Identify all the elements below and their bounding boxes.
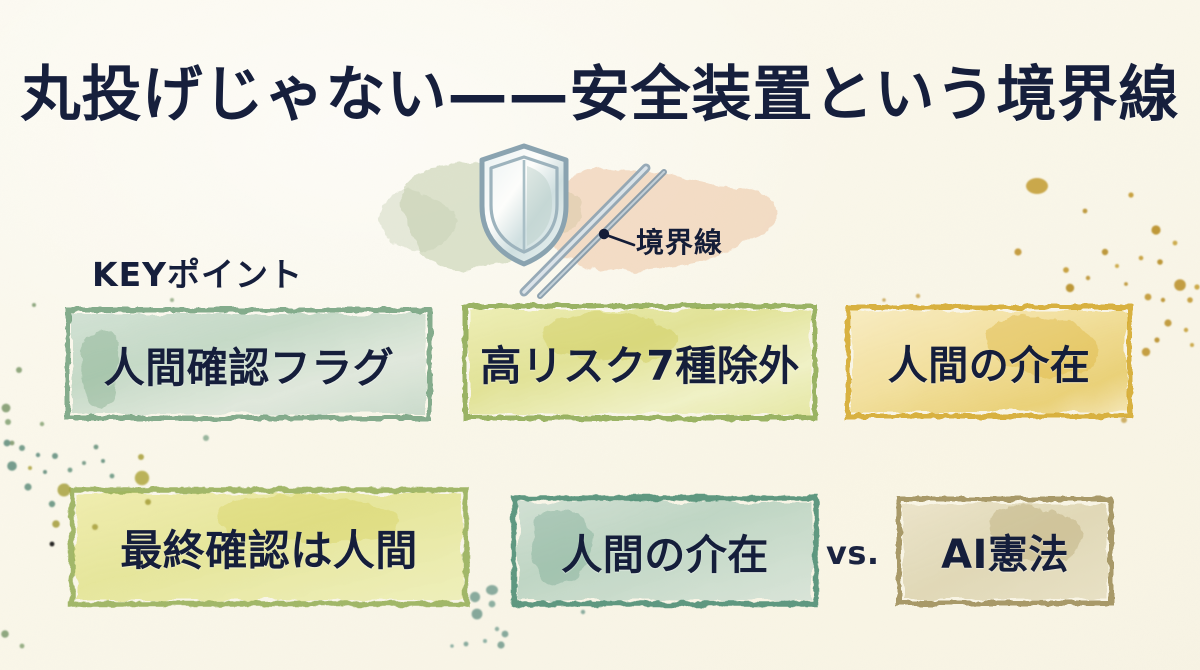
page-title: 丸投げじゃない——安全装置という境界線	[20, 60, 1180, 130]
chip-label: 最終確認は人間	[120, 525, 418, 575]
keypoint-chip[interactable]: 人間の介在	[846, 305, 1132, 418]
section-heading-keypoints: KEYポイント	[92, 255, 304, 294]
chip-label: 高リスク7種除外	[480, 342, 800, 390]
chip-label: 人間の介在	[561, 531, 769, 579]
boundary-line-label: 境界線	[636, 226, 724, 259]
keypoint-chip[interactable]: 人間の介在	[512, 496, 818, 606]
versus-separator-label: vs.	[826, 534, 880, 572]
chip-label: 人間確認フラグ	[103, 344, 395, 392]
keypoint-chip[interactable]: 人間確認フラグ	[66, 308, 432, 420]
keypoint-chip[interactable]: 高リスク7種除外	[463, 304, 817, 420]
keypoint-chip[interactable]: AI憲法	[898, 498, 1112, 604]
chip-label: AI憲法	[941, 532, 1069, 578]
keypoint-chip[interactable]: 最終確認は人間	[70, 488, 468, 606]
chip-label: 人間の介在	[887, 342, 1091, 389]
